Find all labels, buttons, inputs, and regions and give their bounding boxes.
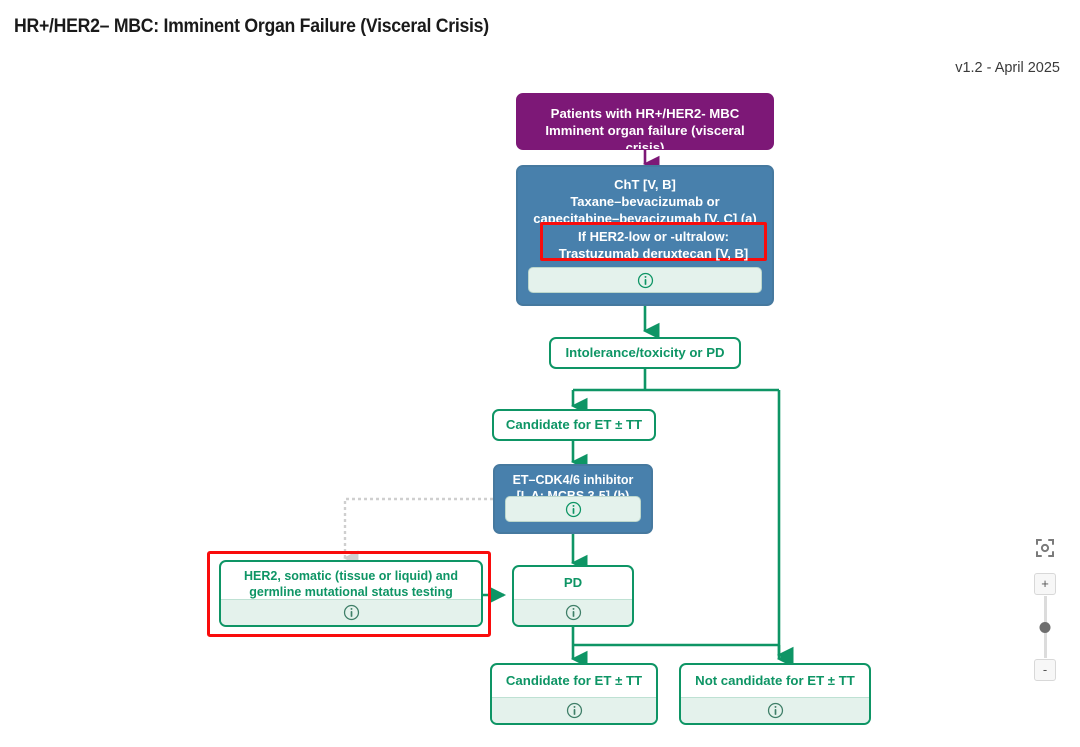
node-line-1: HER2, somatic (tissue or liquid) and (244, 569, 458, 583)
node-line-2: Imminent organ failure (visceral crisis) (545, 123, 745, 150)
node-not-candidate-for-et-tt[interactable]: Not candidate for ET ± TT (679, 663, 871, 725)
fit-to-screen-icon (1036, 539, 1054, 557)
node-label: PD (563, 575, 583, 590)
node-intolerance-or-pd[interactable]: Intolerance/toxicity or PD (549, 337, 741, 369)
zoom-out-button[interactable]: - (1034, 659, 1056, 681)
node-body: Intolerance/toxicity or PD (551, 339, 739, 366)
node-candidate-for-et-tt-bottom[interactable]: Candidate for ET ± TT (490, 663, 658, 725)
node-label: Candidate for ET ± TT (505, 417, 643, 432)
connector-dotted-etcdk-to-her2 (343, 497, 493, 566)
version-label: v1.2 - April 2025 (955, 60, 1060, 76)
zoom-slider[interactable] (1039, 596, 1051, 658)
info-icon (566, 702, 582, 719)
node-line-1: Patients with HR+/HER2- MBC (550, 106, 740, 121)
node-et-cdk46-inhibitor[interactable]: ET–CDK4/6 inhibitor [I, A; MCBS 3-5] (b) (493, 464, 653, 534)
info-bar-her2-testing[interactable] (221, 599, 481, 625)
node-label: Intolerance/toxicity or PD (565, 345, 725, 360)
node-line-2: Taxane–bevacizumab or (570, 194, 720, 209)
node-candidate-for-et-tt-top[interactable]: Candidate for ET ± TT (492, 409, 656, 441)
node-line-1: ChT [V, B] (614, 177, 676, 192)
node-patients-visceral-crisis[interactable]: Patients with HR+/HER2- MBC Imminent org… (516, 93, 774, 150)
node-body: Patients with HR+/HER2- MBC Imminent org… (517, 94, 773, 150)
node-pd[interactable]: PD (512, 565, 634, 627)
page-title: HR+/HER2– MBC: Imminent Organ Failure (V… (14, 16, 489, 37)
node-body: Not candidate for ET ± TT (681, 665, 869, 694)
node-line-2: germline mutational status testing (249, 585, 453, 599)
info-bar-candidate-bottom[interactable] (492, 697, 656, 723)
info-icon (565, 604, 581, 621)
info-icon (767, 702, 783, 719)
info-icon (637, 272, 653, 288)
info-bar-cht[interactable] (528, 267, 762, 293)
node-label: Candidate for ET ± TT (505, 673, 643, 688)
fit-to-screen-button[interactable] (1033, 536, 1057, 560)
node-body: HER2, somatic (tissue or liquid) and ger… (221, 562, 481, 604)
zoom-controls[interactable]: + - (1031, 536, 1059, 681)
info-icon (343, 604, 359, 621)
overlay-line-1: If HER2-low or -ultralow: (578, 229, 729, 244)
overlay-line-2: Trastuzumab deruxtecan [V, B] (558, 246, 749, 261)
info-bar-et-cdk46[interactable] (505, 496, 641, 522)
node-label: Not candidate for ET ± TT (695, 673, 855, 688)
node-body: PD (514, 567, 632, 596)
node-her2-somatic-germline-testing[interactable]: HER2, somatic (tissue or liquid) and ger… (219, 560, 483, 627)
node-body: Candidate for ET ± TT (494, 411, 654, 438)
zoom-slider-handle[interactable] (1039, 622, 1051, 633)
highlight-her2-low-trastuzumab-deruxtecan[interactable]: If HER2-low or -ultralow: Trastuzumab de… (540, 222, 767, 261)
node-line-1: ET–CDK4/6 inhibitor (512, 473, 634, 487)
info-icon (565, 501, 581, 517)
info-bar-pd[interactable] (514, 599, 632, 625)
zoom-in-button[interactable]: + (1034, 573, 1056, 595)
node-body: Candidate for ET ± TT (492, 665, 656, 694)
info-bar-not-candidate[interactable] (681, 697, 869, 723)
